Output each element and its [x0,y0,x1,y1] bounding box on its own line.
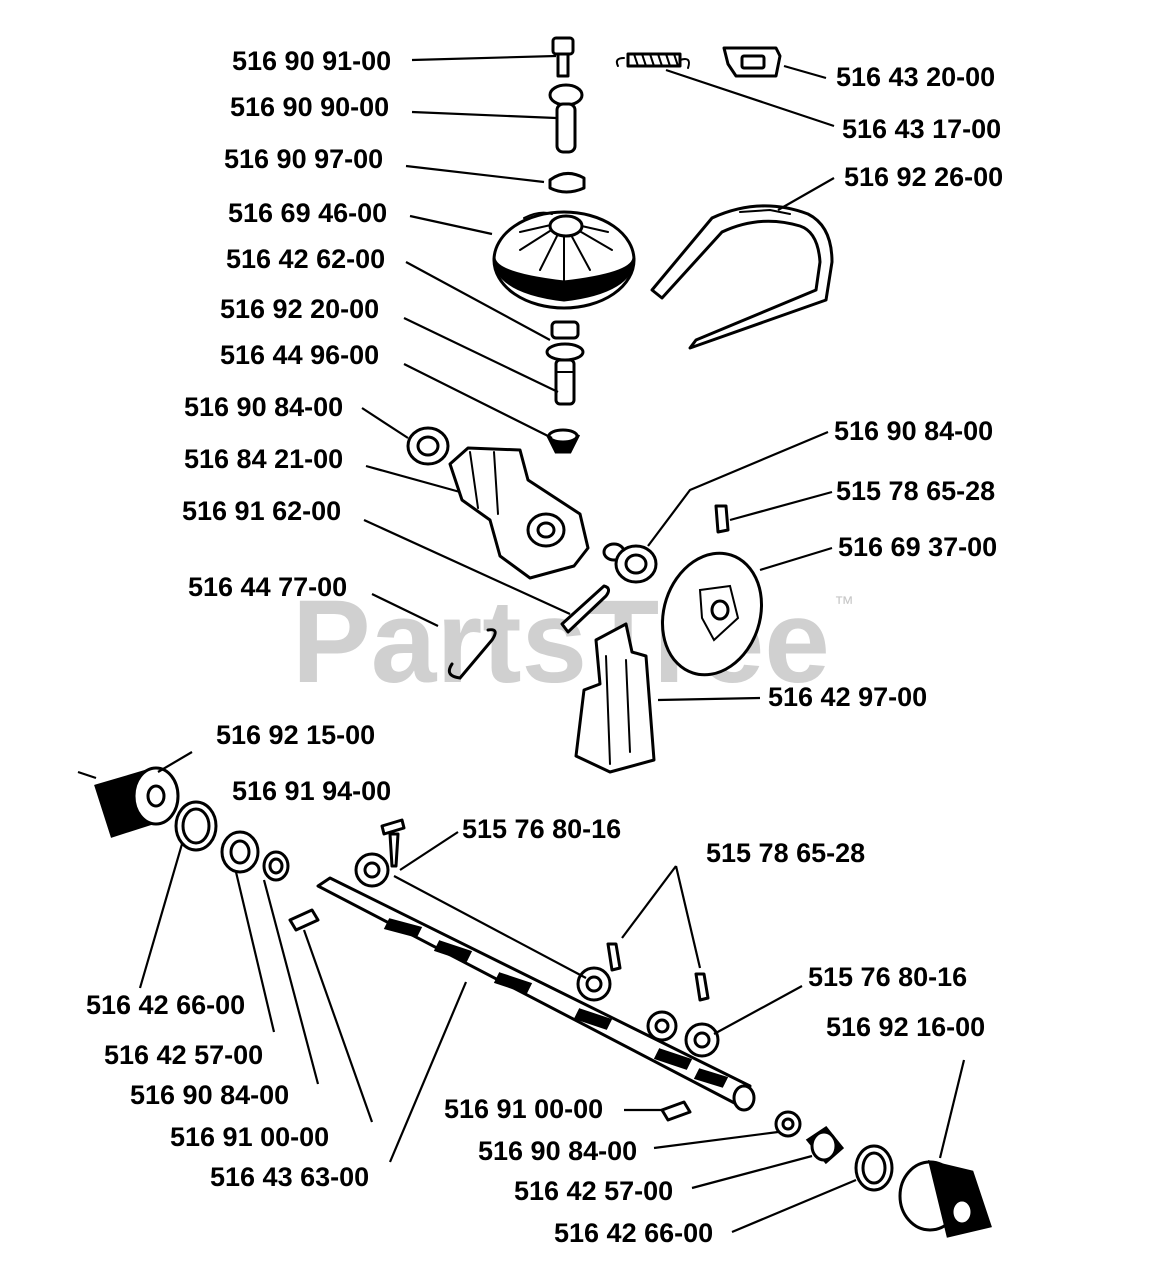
part-screw [380,818,406,868]
part-bushing-right [774,1110,845,1165]
label-part: 516 90 90-00 [230,92,389,122]
label-part: 516 92 20-00 [220,294,379,324]
watermark-trademark: ™ [834,593,854,615]
label-part: 516 92 15-00 [216,720,375,750]
part-wheel-gear-right [898,1159,992,1238]
label-part: 516 90 84-00 [184,392,343,422]
label-part: 516 44 77-00 [188,572,347,602]
label-part: 516 42 62-00 [226,244,385,274]
part-s-hook [447,628,497,680]
part-shift-lever [574,622,656,774]
part-gear-disc [660,551,764,677]
label-part: 515 78 65-28 [706,838,865,868]
label-part: 516 91 62-00 [182,496,341,526]
label-part: 516 91 00-00 [444,1094,603,1124]
part-tension-spring [615,52,690,69]
part-labels: 516 90 91-00 516 43 20-00 516 90 90-00 5… [86,46,1003,1248]
part-bushing-left [220,830,290,882]
label-part: 515 78 65-28 [836,476,995,506]
part-key-left [288,908,320,932]
label-part: 516 90 91-00 [232,46,391,76]
label-part: 516 42 57-00 [514,1176,673,1206]
parts-drawing [94,36,992,1238]
part-v-belt [650,204,834,350]
label-part: 516 90 84-00 [834,416,993,446]
part-bearing [602,542,658,584]
label-part: 516 90 84-00 [478,1136,637,1166]
part-key-right [660,1100,692,1122]
part-pins-lower [606,942,710,1002]
label-part: 516 90 84-00 [130,1080,289,1110]
label-part: 516 42 97-00 [768,682,927,712]
label-part: 516 69 37-00 [838,532,997,562]
part-top-bolt [551,36,575,78]
part-cotter-pin [560,584,611,634]
label-part: 516 42 66-00 [554,1218,713,1248]
part-pulley-shaft [545,320,585,406]
label-part: 516 43 20-00 [836,62,995,92]
part-washers-right [646,1010,720,1058]
label-part: 516 92 16-00 [826,1012,985,1042]
part-retaining-ring-right [854,1144,894,1192]
label-part: 515 76 80-16 [808,962,967,992]
part-gear-housing [406,426,590,580]
part-wheel-gear-left [94,766,180,838]
part-drive-pulley [492,210,636,310]
part-washer-middle [576,966,612,1002]
label-part: 516 91 94-00 [232,776,391,806]
part-shoulder-bolt [548,83,584,154]
part-small-washer [548,172,586,194]
label-part: 516 42 57-00 [104,1040,263,1070]
label-part: 516 84 21-00 [184,444,343,474]
label-part: 516 42 66-00 [86,990,245,1020]
label-part: 516 69 46-00 [228,198,387,228]
label-part: 516 43 17-00 [842,114,1001,144]
label-part: 516 43 63-00 [210,1162,369,1192]
label-part: 516 90 97-00 [224,144,383,174]
label-part: 516 92 26-00 [844,162,1003,192]
part-retaining-ring-left [174,800,218,852]
leader-lines [77,54,966,1234]
part-cone-bushing [546,428,581,454]
part-bracket-plate [722,46,782,78]
label-part: 516 91 00-00 [170,1122,329,1152]
part-washer-upper [354,852,390,888]
part-pin-upper [714,504,730,534]
label-part: 516 44 96-00 [220,340,379,370]
part-axle-shaft [316,876,756,1112]
label-part: 515 76 80-16 [462,814,621,844]
